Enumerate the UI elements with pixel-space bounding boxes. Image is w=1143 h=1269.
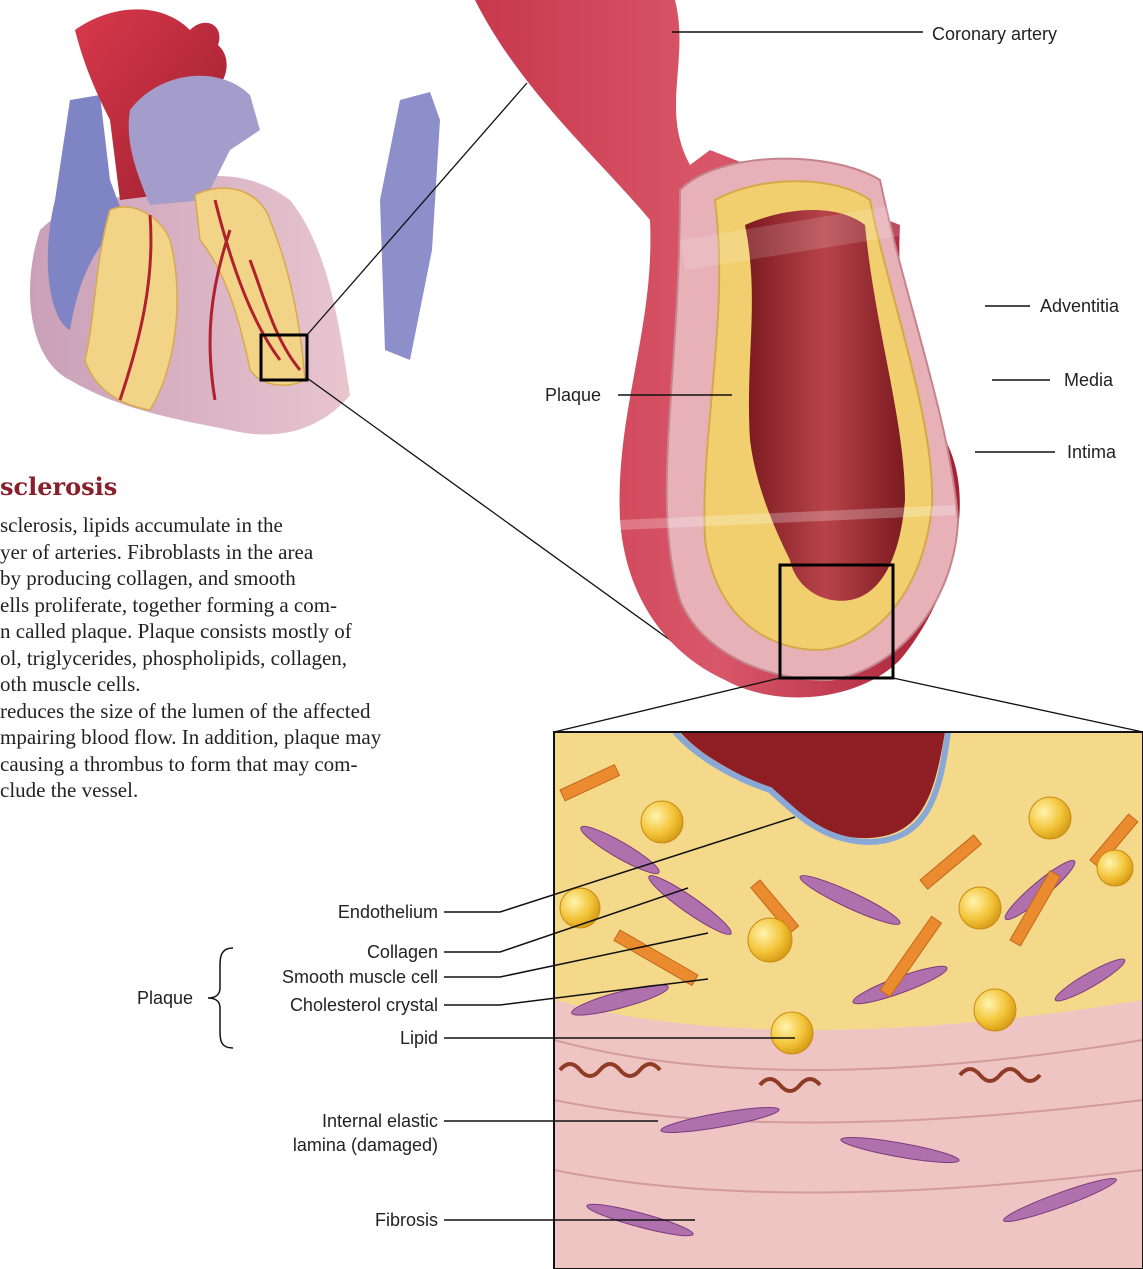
label-plaque-section: Plaque	[545, 385, 601, 405]
label-endothelium: Endothelium	[338, 902, 438, 922]
paragraph-line: ells proliferate, together forming a com…	[0, 592, 540, 619]
label-media: Media	[1064, 370, 1113, 390]
label-cholesterol-crystal: Cholesterol crystal	[290, 995, 438, 1015]
paragraph-line: causing a thrombus to form that may com-	[0, 751, 540, 778]
vena-cava-shape	[380, 92, 440, 360]
paragraph-line: yer of arteries. Fibroblasts in the area	[0, 539, 540, 566]
paragraph-line: ol, triglycerides, phospholipids, collag…	[0, 645, 540, 672]
artery-cross-section	[475, 0, 960, 697]
paragraph-line: sclerosis, lipids accumulate in the	[0, 512, 540, 539]
label-intima: Intima	[1067, 442, 1116, 462]
paragraph-line: mpairing blood flow. In addition, plaque…	[0, 724, 540, 751]
paragraph-line: oth muscle cells.	[0, 671, 540, 698]
paragraph-line: n called plaque. Plaque consists mostly …	[0, 618, 540, 645]
label-smooth-muscle-cell: Smooth muscle cell	[282, 967, 438, 987]
label-lipid: Lipid	[400, 1028, 438, 1048]
detail-panel	[554, 732, 1143, 1269]
label-internal-elastic: Internal elastic	[322, 1111, 438, 1131]
paragraph-line: clude the vessel.	[0, 777, 540, 804]
label-adventitia: Adventitia	[1040, 296, 1119, 316]
label-coronary-artery: Coronary artery	[932, 24, 1057, 44]
label-plaque-group: Plaque	[137, 988, 193, 1008]
paragraph-line: reduces the size of the lumen of the aff…	[0, 698, 540, 725]
label-lamina-damaged: lamina (damaged)	[293, 1135, 438, 1155]
body-paragraph: sclerosis, lipids accumulate in the yer …	[0, 512, 540, 804]
heart	[20, 9, 440, 434]
paragraph-line: by producing collagen, and smooth	[0, 565, 540, 592]
label-collagen: Collagen	[367, 942, 438, 962]
label-fibrosis: Fibrosis	[375, 1210, 438, 1230]
section-heading: sclerosis	[0, 472, 200, 501]
